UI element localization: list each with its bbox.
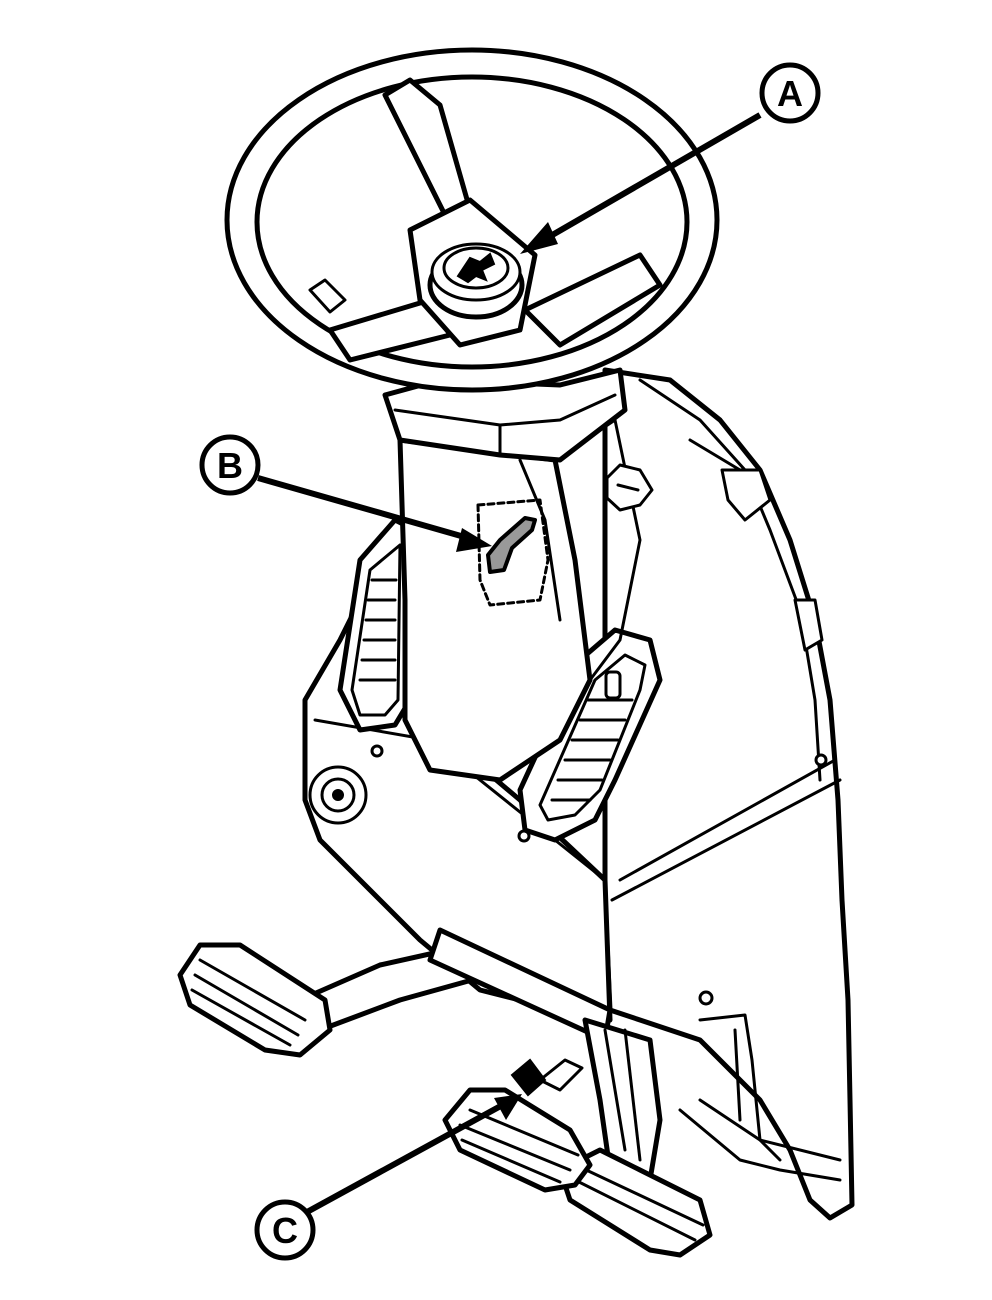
- steering-column-tilt-lever[interactable]: [486, 516, 537, 574]
- steering-wheel-center-knob[interactable]: [427, 242, 525, 320]
- left-pedal-arm: [297, 927, 613, 1043]
- deer-logo-icon: [456, 252, 496, 284]
- ignition-switch[interactable]: [308, 765, 368, 825]
- hood-latch[interactable]: [605, 463, 654, 512]
- callout-a: A: [520, 62, 821, 254]
- left-brake-pedal[interactable]: [177, 942, 333, 1058]
- console-body: [602, 367, 855, 1221]
- right-front-pedal[interactable]: [442, 1087, 593, 1193]
- steering-wheel[interactable]: [224, 47, 720, 393]
- pedal-lock-lever[interactable]: [510, 1058, 584, 1097]
- throttle-lever[interactable]: [604, 670, 622, 700]
- steering-column: [382, 367, 642, 783]
- callout-b: B: [199, 434, 492, 552]
- right-rear-pedal[interactable]: [557, 1147, 713, 1258]
- left-control-slot: [337, 517, 418, 733]
- right-control-slot: [517, 627, 663, 843]
- callout-label-a: A: [777, 73, 803, 114]
- callout-c: C: [254, 1094, 522, 1261]
- callout-label-c: C: [272, 1210, 298, 1251]
- callout-label-b: B: [217, 445, 243, 486]
